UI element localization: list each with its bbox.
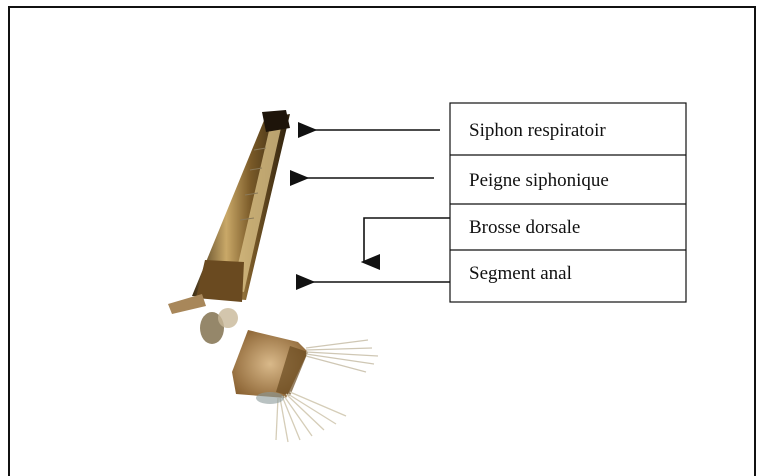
label-siphon-respiratoire: Siphon respiratoir xyxy=(469,120,606,141)
siphon-shape xyxy=(192,110,290,302)
ventral-brush-hairs xyxy=(276,392,346,442)
label-brosse-dorsale: Brosse dorsale xyxy=(469,217,580,238)
dorsal-brush-hairs xyxy=(306,340,378,372)
arrow-brosse xyxy=(364,218,450,262)
label-peigne-siphonique: Peigne siphonique xyxy=(469,170,609,191)
connector-shape xyxy=(168,294,238,344)
anal-segment-shape xyxy=(232,330,308,398)
label-segment-anal: Segment anal xyxy=(469,263,572,284)
label-table: Siphon respiratoir Peigne siphonique Bro… xyxy=(450,103,686,302)
pointer-arrows xyxy=(306,130,450,282)
specimen-illustration xyxy=(168,110,378,442)
